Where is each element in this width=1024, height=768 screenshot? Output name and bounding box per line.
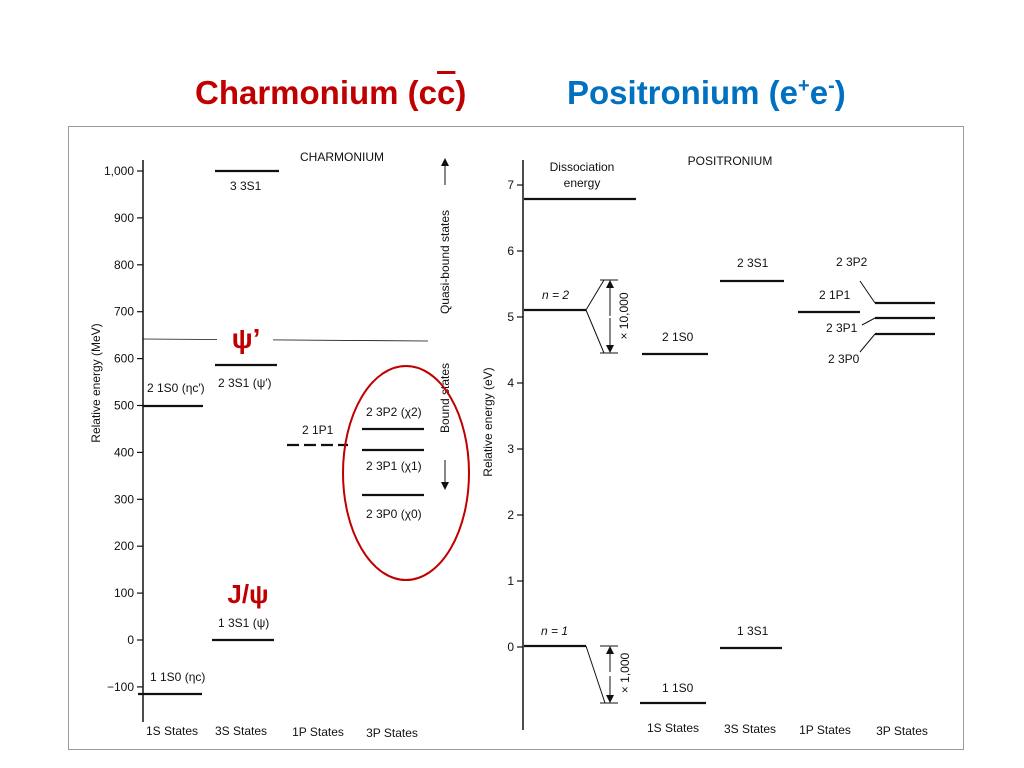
label-ch-2-1P1: 2 1P1 (302, 423, 334, 437)
label-ch-2-1S0: 2 1S0 (ηc′) (147, 381, 205, 395)
label-ch-2-3P2: 2 3P2 (χ2) (366, 405, 422, 419)
positronium-title-prefix: Positronium (e (567, 74, 799, 111)
charmonium-panel: CHARMONIUM Relative energy (MeV) 1,000 90… (89, 150, 470, 740)
charmonium-title-prefix: Charmonium (c (195, 74, 438, 111)
psi-prime-background (217, 320, 273, 356)
ch-col-3S: 3S States (215, 724, 267, 738)
ps-col-3S: 3S States (724, 722, 776, 736)
jpsi-annotation: J/ψ (227, 579, 268, 609)
ps-col-1P: 1P States (799, 723, 851, 737)
ps-3P2-leader (859, 280, 876, 304)
label-ch-1-1S0: 1 1S0 (ηc) (150, 670, 205, 684)
charmonium-y-tick-label: 700 (114, 305, 134, 319)
n1-label: n = 1 (541, 624, 568, 638)
label-ch-1-3S1: 1 3S1 (ψ) (218, 616, 269, 630)
charmonium-y-axis-label: Relative energy (MeV) (89, 323, 103, 442)
dissociation-label-line2: energy (564, 176, 601, 190)
label-ch-2-3S1: 2 3S1 (ψ′) (218, 376, 272, 390)
quasi-bound-label: Quasi-bound states (438, 210, 452, 314)
charmonium-y-tick-label: 400 (114, 445, 134, 459)
chi-states-highlight-circle (342, 365, 470, 581)
positronium-title-suffix: ) (834, 74, 846, 111)
label-ch-2-3P1: 2 3P1 (χ1) (366, 459, 422, 473)
label-ps-2-3P1: 2 3P1 (826, 321, 858, 335)
positronium-panel: POSITRONIUM Relative energy (eV) 7 6 5 4 3 2 1… (481, 154, 935, 738)
positronium-title: Positronium (e+e-) (567, 74, 846, 112)
label-ch-2-3P0: 2 3P0 (χ0) (366, 507, 422, 521)
dissociation-label-line1: Dissociation (550, 160, 615, 174)
charmonium-y-tick-label: 100 (114, 586, 134, 600)
label-ch-3-3S1: 3 3S1 (230, 179, 262, 193)
charmonium-y-tick-label: 600 (114, 352, 134, 366)
figure-frame (68, 126, 964, 750)
bound-label: Bound states (438, 363, 452, 433)
label-ps-2-3P0: 2 3P0 (828, 352, 860, 366)
ch-col-1S: 1S States (146, 724, 198, 738)
positronium-y-tick-label: 2 (507, 508, 514, 522)
positronium-y-tick-label: 5 (507, 310, 514, 324)
n2-label: n = 2 (542, 288, 569, 302)
charmonium-heading: CHARMONIUM (300, 150, 384, 164)
positronium-y-tick-label: 6 (507, 244, 514, 258)
charmonium-y-tick-label: 500 (114, 399, 134, 413)
charmonium-y-tick-label: −100 (107, 680, 134, 694)
charmonium-title-antiquark: c (437, 74, 456, 111)
charmonium-y-tick-label: 300 (114, 492, 134, 506)
positronium-y-axis-label: Relative energy (eV) (481, 367, 495, 476)
positronium-title-minus: - (828, 75, 835, 97)
charmonium-threshold-line (142, 338, 429, 342)
n2-fan-lower (585, 309, 605, 354)
ch-col-1P: 1P States (292, 725, 344, 739)
charmonium-ticks: 1,000 900 800 700 600 500 400 300 200 100 0 −100 (104, 164, 143, 694)
label-ps-2-3S1: 2 3S1 (737, 256, 769, 270)
ps-3P1-leader (861, 317, 876, 326)
positronium-title-plus: + (798, 75, 810, 97)
charmonium-title-suffix: ) (455, 74, 467, 111)
charmonium-title: Charmonium (cc) (195, 74, 466, 112)
positronium-y-tick-label: 1 (507, 574, 514, 588)
label-ps-1-3S1: 1 3S1 (737, 624, 769, 638)
positronium-heading: POSITRONIUM (688, 154, 773, 168)
ps-col-1S: 1S States (647, 721, 699, 735)
ps-col-3P: 3P States (876, 724, 928, 738)
label-ps-1-1S0: 1 1S0 (662, 681, 694, 695)
charmonium-y-tick-label: 800 (114, 258, 134, 272)
charmonium-y-tick-label: 900 (114, 211, 134, 225)
positronium-ticks: 7 6 5 4 3 2 1 0 (507, 178, 523, 654)
positronium-y-tick-label: 7 (507, 178, 514, 192)
label-ps-2-1S0: 2 1S0 (662, 330, 694, 344)
scale-1000-label: × 1,000 (618, 652, 632, 693)
label-ps-2-3P2: 2 3P2 (836, 255, 868, 269)
charmonium-y-tick-label: 0 (127, 633, 134, 647)
charmonium-y-tick-label: 200 (114, 539, 134, 553)
ps-3P0-leader (859, 333, 876, 353)
charmonium-y-tick-label: 1,000 (104, 164, 134, 178)
positronium-y-tick-label: 4 (507, 376, 514, 390)
ch-col-3P: 3P States (366, 726, 418, 740)
psi-prime-annotation: ψ’ (232, 323, 261, 354)
n2-fan-upper (585, 279, 605, 311)
label-ps-2-1P1: 2 1P1 (819, 288, 851, 302)
positronium-y-tick-label: 0 (507, 640, 514, 654)
n1-fan-lower (585, 645, 606, 704)
positronium-y-tick-label: 3 (507, 442, 514, 456)
positronium-title-electron: e (809, 74, 829, 111)
scale-10000-label: × 10,000 (617, 292, 631, 339)
